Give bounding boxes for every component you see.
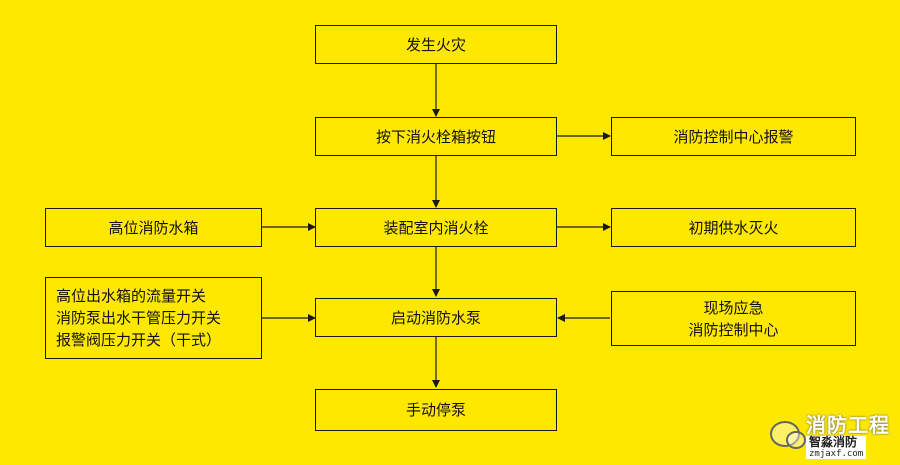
node-high-tank: 高位消防水箱 — [45, 208, 262, 247]
node-site-control: 现场应急 消防控制中心 — [611, 291, 856, 346]
watermark-sub-name: 智淼消防 — [809, 435, 858, 449]
node-fire: 发生火灾 — [315, 25, 557, 64]
node-switches-line-3: 报警阀压力开关（干式） — [56, 331, 222, 349]
node-start-pump: 启动消防水泵 — [315, 298, 557, 337]
node-hydrant: 装配室内消火栓 — [315, 208, 557, 247]
node-press-button-label: 按下消火栓箱按钮 — [375, 127, 496, 146]
watermark-badge: 智淼消防 zmjaxf.com — [806, 435, 867, 459]
node-initial-supply: 初期供水灭火 — [611, 208, 856, 247]
node-high-tank-label: 高位消防水箱 — [108, 218, 199, 237]
watermark: 消防工程 智淼消防 zmjaxf.com — [770, 409, 890, 459]
watermark-sub-url: zmjaxf.com — [809, 449, 864, 459]
node-control-alarm: 消防控制中心报警 — [611, 117, 856, 156]
node-press-button: 按下消火栓箱按钮 — [315, 117, 557, 156]
node-site-control-line-2: 消防控制中心 — [688, 320, 779, 339]
node-initial-supply-label: 初期供水灭火 — [688, 218, 779, 237]
node-start-pump-label: 启动消防水泵 — [390, 308, 481, 327]
watermark-text: 消防工程 智淼消防 zmjaxf.com — [806, 409, 890, 459]
node-control-alarm-label: 消防控制中心报警 — [673, 127, 794, 146]
node-hydrant-label: 装配室内消火栓 — [383, 218, 489, 237]
node-stop-pump-label: 手动停泵 — [405, 401, 466, 419]
wechat-icon — [770, 421, 806, 449]
node-switches-line-1: 高位出水箱的流量开关 — [56, 287, 207, 305]
node-switches: 高位出水箱的流量开关 消防泵出水干管压力开关 报警阀压力开关（干式） — [45, 277, 262, 359]
watermark-main: 消防工程 — [806, 413, 890, 437]
node-fire-label: 发生火灾 — [405, 35, 466, 54]
node-stop-pump: 手动停泵 — [315, 389, 557, 431]
node-switches-line-2: 消防泵出水干管压力开关 — [56, 309, 222, 327]
node-site-control-line-1: 现场应急 — [703, 298, 764, 317]
